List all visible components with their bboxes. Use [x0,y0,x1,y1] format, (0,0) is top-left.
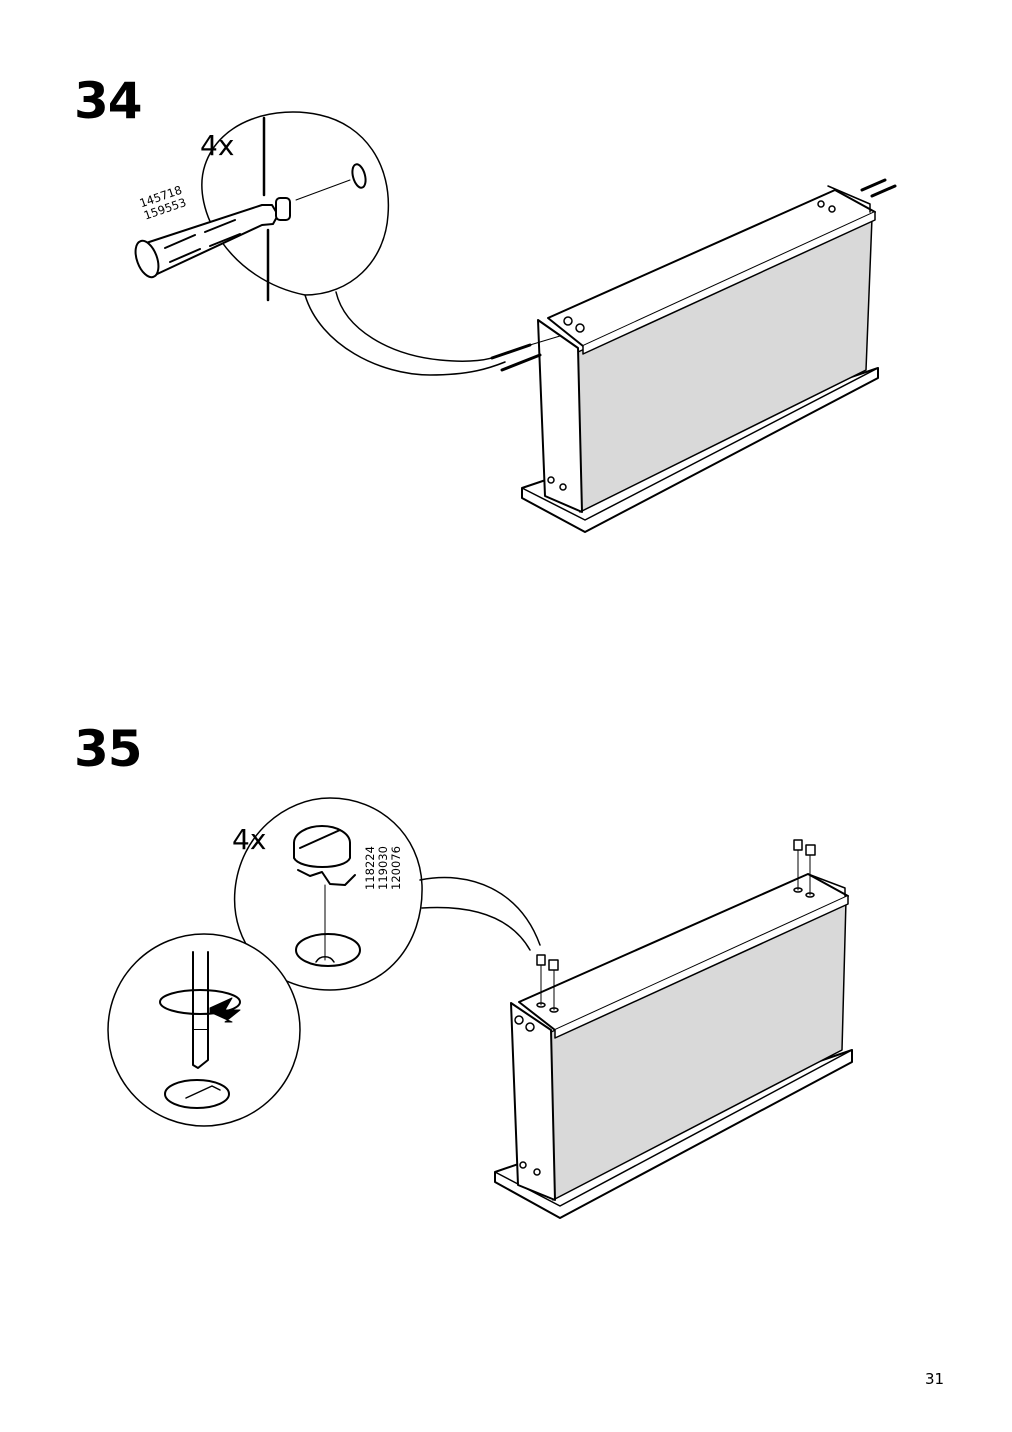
step-34-illustration [134,111,897,533]
callout-tail [304,294,506,376]
detail-bubble [233,797,423,991]
page-number: 31 [925,1370,945,1388]
cam-lock-icon [293,825,356,886]
callout-tail [419,876,541,946]
step-35-illustration [107,797,853,1219]
step-35-number: 35 [74,720,143,778]
step-35-part-numbers: 118224 119030 120076 [363,846,403,890]
rotate-arrow-icon [209,997,241,1023]
cabinet-35 [494,839,853,1219]
step-34-quantity: 4x [200,129,235,162]
step-35-quantity: 4x [232,823,267,856]
cabinet-34 [490,178,897,533]
wooden-dowel-icon [134,197,291,279]
screwdriver-icon [159,951,241,1069]
part-number: 120076 [389,846,403,890]
step-34-number: 34 [74,72,143,130]
